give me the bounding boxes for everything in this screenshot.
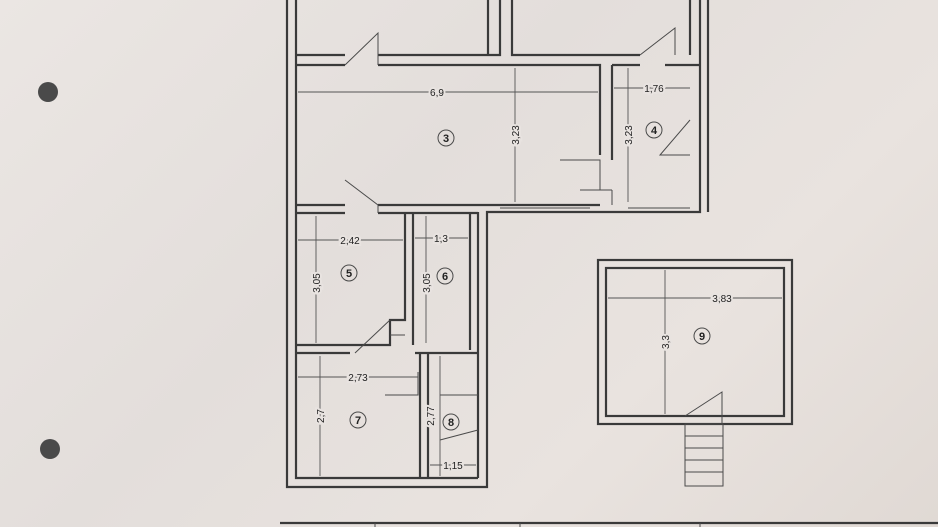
bottom-table-edge [280, 521, 938, 527]
room-6-marker: 6 [436, 267, 454, 285]
dimension-labels: 6,9 3,23 1,76 3,23 2,42 3,05 1,3 3,05 2,… [310, 82, 734, 474]
room-3-marker: 3 [437, 129, 455, 147]
room-5-width-label: 2,42 [340, 236, 360, 247]
room-markers: 3 4 5 6 7 8 9 [340, 121, 711, 431]
room-8-marker: 8 [442, 413, 460, 431]
punch-hole-top [38, 82, 58, 102]
lower-left-walls [296, 213, 479, 478]
room-7-width-label: 2,73 [348, 373, 368, 384]
room-9-marker: 9 [693, 327, 711, 345]
svg-text:3: 3 [443, 133, 449, 145]
svg-text:5: 5 [346, 268, 352, 280]
room-9-walls [596, 258, 794, 487]
svg-text:6: 6 [442, 271, 448, 283]
room-9-width-label: 3,83 [712, 294, 732, 305]
room-5-marker: 5 [340, 264, 358, 282]
room-3-width-label: 6,9 [430, 88, 444, 99]
exterior-walls [285, 0, 710, 489]
room-9-height-label: 3,3 [661, 335, 672, 349]
punch-hole-bottom [40, 439, 60, 459]
room-3-4-walls [296, 119, 691, 215]
room-4-width-label: 1,76 [644, 84, 664, 95]
room-8-height-label: 2,77 [426, 406, 437, 426]
svg-text:7: 7 [355, 415, 361, 427]
room-3-height-label: 3,23 [511, 125, 522, 145]
svg-text:8: 8 [448, 417, 454, 429]
svg-text:4: 4 [651, 125, 658, 137]
room-8-width-label: 1,15 [443, 461, 463, 472]
top-rooms [296, 0, 700, 160]
room-4-marker: 4 [645, 121, 663, 139]
room-7-height-label: 2,7 [316, 409, 327, 423]
room-6-width-label: 1,3 [434, 234, 448, 245]
svg-text:9: 9 [699, 331, 705, 343]
room-4-height-label: 3,23 [624, 125, 635, 145]
room-6-height-label: 3,05 [422, 273, 433, 293]
room-7-marker: 7 [349, 411, 367, 429]
dimension-lines [298, 68, 782, 476]
room-5-height-label: 3,05 [312, 273, 323, 293]
